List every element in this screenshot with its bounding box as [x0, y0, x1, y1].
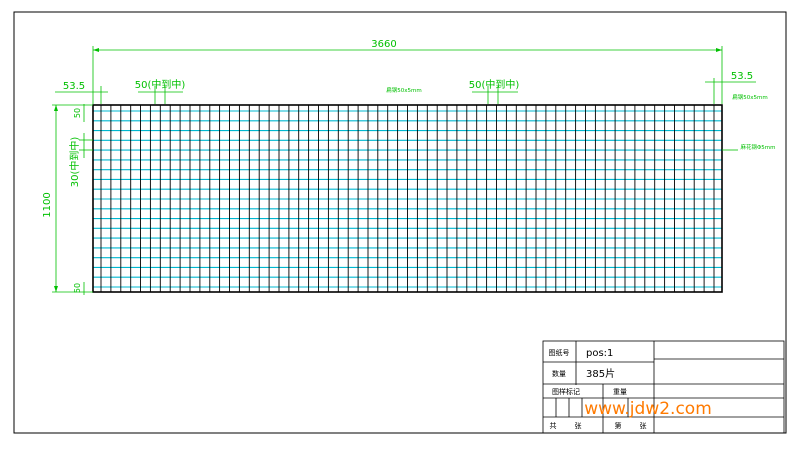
- crossbar-spacing-label: 30(中到中): [68, 137, 81, 188]
- top-edge-label: 50: [73, 108, 82, 118]
- tb-total-label: 共: [550, 421, 557, 430]
- grating-grid: [92, 104, 723, 293]
- tb-sheet-label: 第: [615, 421, 622, 430]
- dimensions: [52, 46, 756, 295]
- tb-quantity-value: 385片: [586, 367, 615, 380]
- arrow-width-left: [93, 48, 99, 52]
- title-block: [542, 340, 785, 434]
- grating-border: [92, 104, 723, 293]
- tb-sample-mark-label: 图样标记: [552, 387, 580, 396]
- flat-bar-note-center: 扁钢50x5mm: [386, 86, 421, 94]
- arrow-width-right: [716, 48, 722, 52]
- tb-weight-label: 重量: [613, 388, 627, 396]
- arrow-height-bottom: [54, 286, 58, 292]
- overall-width-label: 3660: [371, 39, 396, 50]
- end-margin-left-label: 53.5: [63, 81, 85, 92]
- bar-spacing-right-label: 50(中到中): [469, 78, 520, 91]
- bottom-edge-label: 50: [73, 283, 82, 293]
- end-margin-right-label: 53.5: [731, 71, 753, 82]
- site-watermark: www.jdw2.com: [584, 399, 712, 419]
- sheet-frame: [13, 11, 787, 434]
- flat-bar-note-right: 扁钢50x5mm: [732, 93, 767, 101]
- overall-height-label: 1100: [42, 192, 53, 217]
- tb-sheets-label: 张: [575, 421, 582, 430]
- tb-drawing-no-value: pos:1: [586, 348, 613, 359]
- twisted-bar-note: 麻花钢Φ5mm: [740, 143, 775, 151]
- arrow-height-top: [54, 105, 58, 111]
- tb-sheet-unit-label: 张: [640, 421, 647, 430]
- dimension-arrows: [54, 48, 722, 292]
- title-block-frame: [542, 340, 785, 434]
- bar-spacing-left-label: 50(中到中): [135, 78, 186, 91]
- tb-drawing-no-label: 图纸号: [549, 348, 570, 357]
- tb-quantity-label: 数量: [552, 369, 566, 378]
